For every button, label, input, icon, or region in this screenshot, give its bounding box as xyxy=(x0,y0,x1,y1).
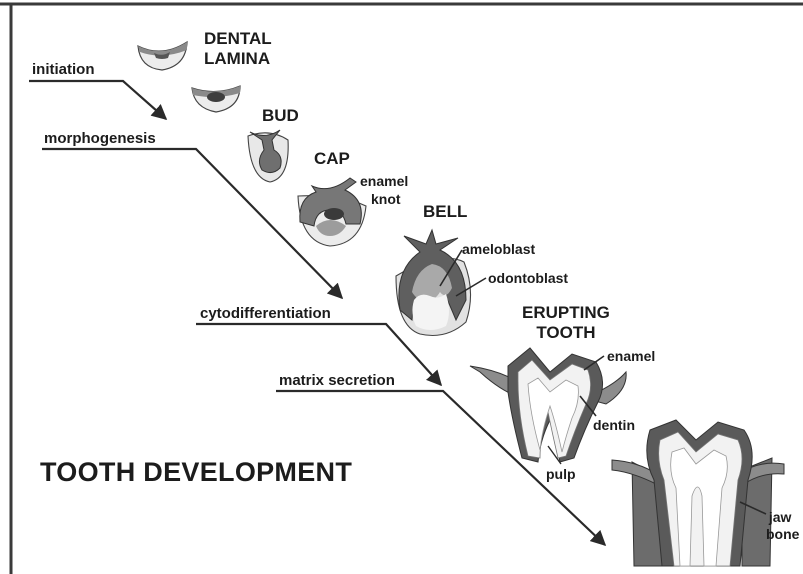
erupting-tooth-label-line1: ERUPTING xyxy=(522,304,610,321)
cap-label: CAP xyxy=(314,150,350,167)
mature-tooth-tissue xyxy=(612,420,784,566)
initiation-arrow xyxy=(29,81,166,119)
ameloblast-label: ameloblast xyxy=(462,242,535,256)
morphogenesis-label: morphogenesis xyxy=(44,131,156,146)
enamel-label: enamel xyxy=(607,349,655,363)
dental-lamina-label: DENTAL LAMINA xyxy=(204,30,272,67)
cap-tissue xyxy=(298,178,366,246)
bell-tissue xyxy=(396,230,471,336)
pulp-label: pulp xyxy=(546,467,576,481)
dentin-label: dentin xyxy=(593,418,635,432)
cap-enamel-knot-label-line1: enamel xyxy=(360,174,408,188)
matrix-secretion-label: matrix secretion xyxy=(279,373,395,388)
bud-label: BUD xyxy=(262,107,299,124)
jaw-bone-label: jaw bone xyxy=(766,510,799,541)
bell-label: BELL xyxy=(423,203,467,220)
initiation-label: initiation xyxy=(32,62,95,77)
erupting-tooth-label: ERUPTING TOOTH xyxy=(522,304,610,341)
jaw-bone-label-line2: bone xyxy=(766,527,799,541)
morphogenesis-arrow xyxy=(42,149,342,298)
diagram-title: TOOTH DEVELOPMENT xyxy=(40,459,352,486)
dental-lamina-label-line2: LAMINA xyxy=(204,50,272,67)
dental-lamina-label-line1: DENTAL xyxy=(204,30,272,47)
erupting-tooth-tissue xyxy=(470,348,626,462)
jaw-bone-label-line1: jaw xyxy=(766,510,799,524)
dental-lamina-tissue-a xyxy=(138,42,187,70)
cap-enamel-knot-label: enamel knot xyxy=(360,174,408,206)
bud-tissue xyxy=(248,130,288,182)
cap-enamel-knot-label-line2: knot xyxy=(371,192,408,206)
odontoblast-label: odontoblast xyxy=(488,271,568,285)
cytodifferentiation-label: cytodifferentiation xyxy=(200,306,331,321)
dental-lamina-tissue-b xyxy=(192,86,240,112)
erupting-tooth-label-line2: TOOTH xyxy=(522,324,610,341)
